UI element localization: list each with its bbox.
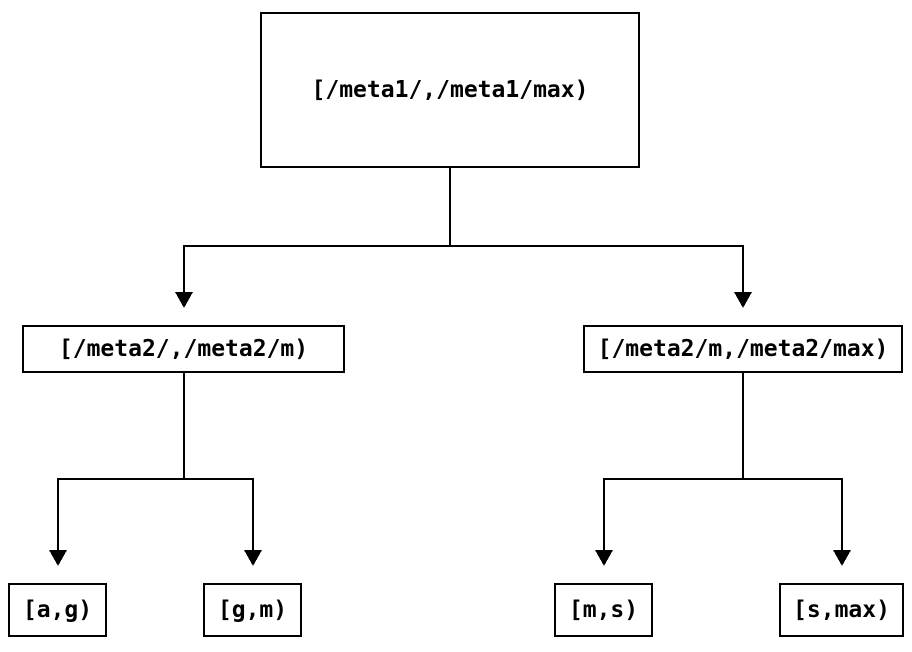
edge-level2-left-to-leaf-gm: [183, 373, 254, 550]
edge-root-to-level2-right: [449, 168, 744, 292]
arrowhead-down-icon: [244, 550, 262, 566]
node-meta2-left-range: [/meta2/,/meta2/m): [22, 325, 345, 373]
edge-level2-right-to-leaf-ms: [603, 373, 744, 550]
edge-level2-left-to-leaf-ag: [57, 373, 185, 550]
node-leaf-ag-range: [a,g): [8, 583, 107, 637]
node-leaf-gm-range: [g,m): [203, 583, 302, 637]
arrowhead-down-icon: [595, 550, 613, 566]
arrowhead-down-icon: [833, 550, 851, 566]
node-leaf-smax-range: [s,max): [779, 583, 904, 637]
arrowhead-down-icon: [734, 292, 752, 308]
edge-level2-right-to-leaf-smax: [742, 373, 843, 550]
node-root-range: [/meta1/,/meta1/max): [260, 12, 640, 168]
edge-root-to-level2-left: [183, 168, 451, 292]
node-leaf-ms-range: [m,s): [554, 583, 653, 637]
node-meta2-right-range: [/meta2/m,/meta2/max): [583, 325, 903, 373]
arrowhead-down-icon: [175, 292, 193, 308]
arrowhead-down-icon: [49, 550, 67, 566]
